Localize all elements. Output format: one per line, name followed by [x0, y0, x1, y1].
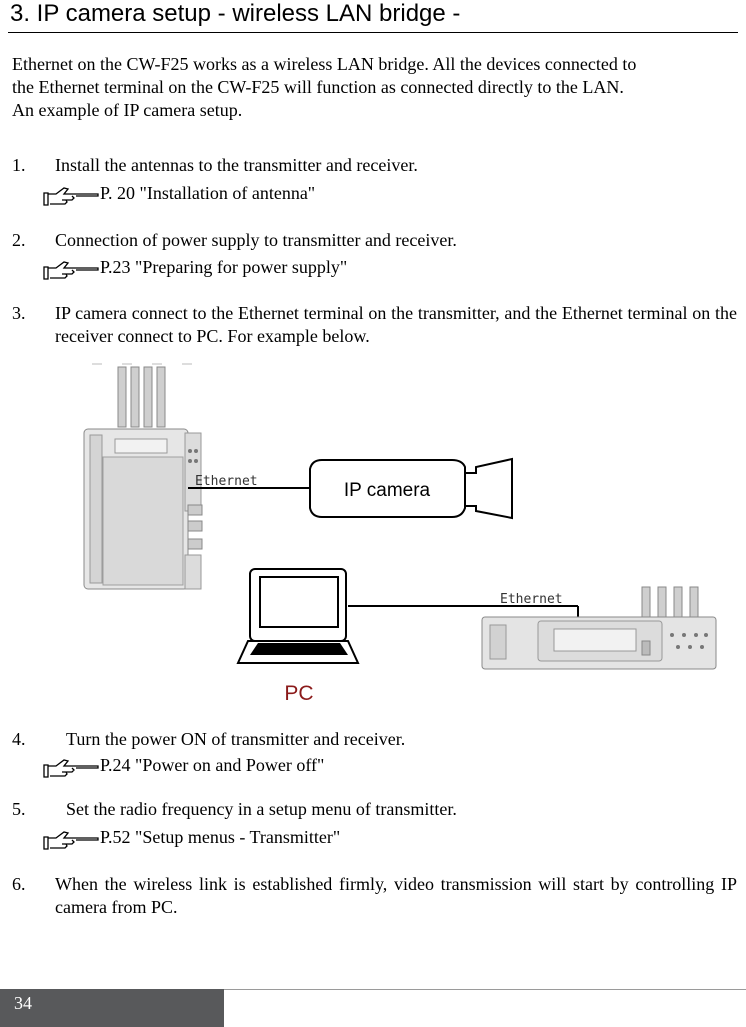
pointing-hand-icon [43, 261, 99, 280]
step-number: 5. [12, 799, 26, 819]
section-heading: 3. IP camera setup - wireless LAN bridge… [10, 0, 461, 27]
ip-camera-label: IP camera [344, 480, 431, 501]
heading-rule [8, 32, 738, 33]
pointing-hand-icon [43, 831, 99, 850]
step-text: Turn the power ON of transmitter and rec… [66, 729, 406, 749]
footer-bar [0, 989, 224, 1027]
footer-rule [224, 989, 746, 990]
transmitter-device [83, 363, 203, 590]
step-number: 3. [12, 303, 26, 323]
step-text: Install the antennas to the transmitter … [55, 155, 418, 175]
step-number: 1. [12, 155, 26, 175]
step-text: IP camera connect to the Ethernet termin… [55, 303, 737, 346]
step-number: 2. [12, 230, 26, 250]
page-reference: P.23 "Preparing for power supply" [100, 257, 348, 277]
page-reference: P.24 "Power on and Power off" [100, 755, 325, 775]
ip-camera-icon [309, 457, 513, 520]
intro-line: the Ethernet terminal on the CW-F25 will… [12, 77, 624, 97]
step-number: 4. [12, 729, 26, 749]
connection-diagram: Ethernet IP camera PC Ethernet [83, 363, 717, 705]
intro-line: An example of IP camera setup. [12, 100, 243, 120]
page-reference: P. 20 "Installation of antenna" [100, 183, 316, 203]
page-number: 34 [14, 993, 32, 1013]
ethernet-label: Ethernet [500, 592, 563, 607]
receiver-device [481, 586, 717, 670]
step-number: 6. [12, 874, 26, 894]
laptop-icon [236, 568, 360, 664]
ethernet-label: Ethernet [195, 474, 258, 489]
step-text: Connection of power supply to transmitte… [55, 230, 457, 250]
page-reference: P.52 "Setup menus - Transmitter" [100, 827, 341, 847]
pointing-hand-icon [43, 187, 99, 206]
intro-paragraph: Ethernet on the CW-F25 works as a wirele… [12, 53, 738, 122]
intro-line: Ethernet on the CW-F25 works as a wirele… [12, 54, 637, 74]
step-text: Set the radio frequency in a setup menu … [66, 799, 457, 819]
pointing-hand-icon [43, 759, 99, 778]
pc-label: PC [284, 682, 313, 705]
step-text: When the wireless link is established fi… [55, 874, 737, 917]
